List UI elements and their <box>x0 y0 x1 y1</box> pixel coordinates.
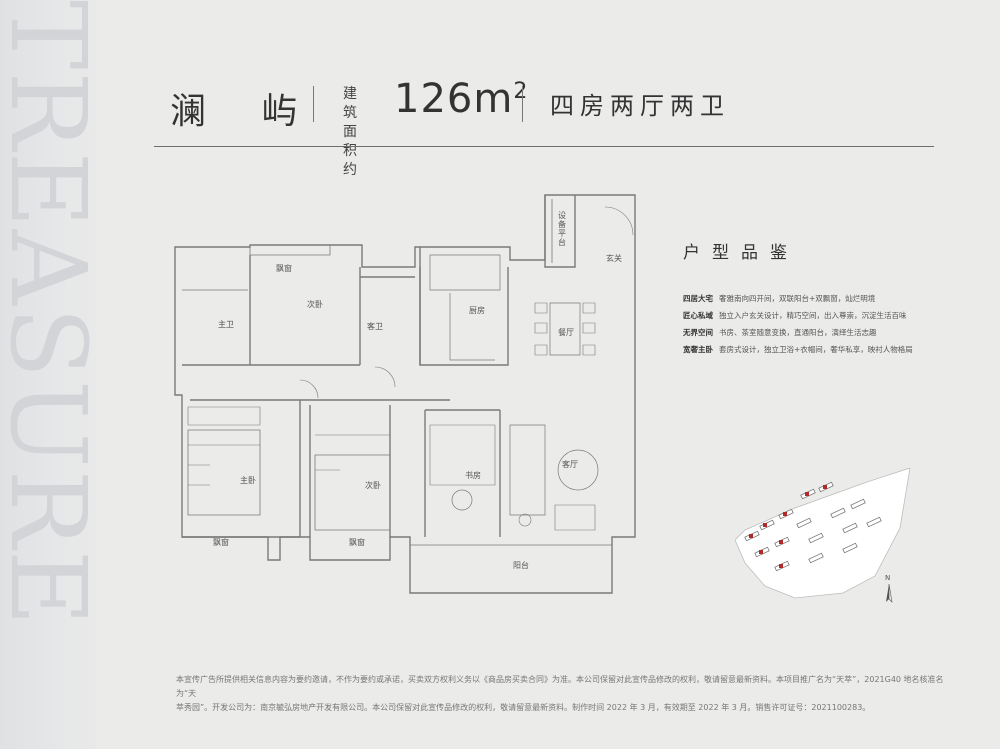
header-rule <box>154 146 934 147</box>
floor-plan: 主卫 飘窗 次卧 设备平台 玄关 客卫 厨房 餐厅 主卧 次卧 书房 客厅 飘窗… <box>150 185 660 615</box>
room-guest-bath: 客卫 <box>367 322 383 331</box>
feature-label: 宽奢主卧 <box>683 345 713 354</box>
area-unit: m <box>473 76 514 122</box>
room-entrance: 玄关 <box>606 254 622 263</box>
room-master-bedroom: 主卧 <box>240 476 256 485</box>
area-unit-sup: 2 <box>513 79 529 104</box>
feature-text: 书房、茶室随意变换，直通阳台，演绎生活志趣 <box>719 328 877 337</box>
area-label: 建 筑 面积约 <box>343 85 357 180</box>
feature-item: 匠心私域独立入户玄关设计，精巧空间，出入尊崇，沉淀生活百味 <box>683 310 973 322</box>
room-bedroom-top: 次卧 <box>307 300 323 309</box>
features-panel: 户型品鉴 四居大宅奢雅南向四开间，双联阳台+双飘窗，灿烂明境 匠心私域独立入户玄… <box>683 238 973 361</box>
room-equipment-platform: 设备平台 <box>558 211 566 247</box>
room-bay-window: 飘窗 <box>276 264 292 273</box>
site-plan-drawing <box>734 467 911 599</box>
feature-label: 匠心私域 <box>683 311 713 320</box>
site-plan <box>734 467 935 618</box>
room-balcony: 阳台 <box>513 561 529 570</box>
area-label-bottom: 面积约 <box>343 124 357 178</box>
header-divider <box>313 86 314 122</box>
north-label: N <box>885 574 891 582</box>
room-bay-window-master: 飘窗 <box>213 538 229 547</box>
room-master-bath: 主卫 <box>218 320 234 329</box>
area-value: 126m2 <box>394 76 528 122</box>
feature-label: 四居大宅 <box>683 294 713 303</box>
north-arrow-icon <box>886 583 893 603</box>
feature-text: 套房式设计，独立卫浴+衣帽间，奢华私享，映衬人物格局 <box>719 345 913 354</box>
floor-plan-drawing <box>174 194 636 594</box>
layout-type: 四房两厅两卫 <box>550 92 730 120</box>
room-study: 书房 <box>465 471 481 480</box>
disclaimer: 本宣传广告所提供相关信息内容为要约邀请，不作为要约或承诺，买卖双方权利义务以《商… <box>176 673 944 715</box>
room-bay-window-bedroom: 飘窗 <box>349 538 365 547</box>
feature-text: 独立入户玄关设计，精巧空间，出入尊崇，沉淀生活百味 <box>719 311 907 320</box>
feature-item: 宽奢主卧套房式设计，独立卫浴+衣帽间，奢华私享，映衬人物格局 <box>683 344 973 356</box>
room-dining: 餐厅 <box>558 328 574 337</box>
disclaimer-line: 本宣传广告所提供相关信息内容为要约邀请，不作为要约或承诺，买卖双方权利义务以《商… <box>176 675 944 698</box>
feature-label: 无界空间 <box>683 328 713 337</box>
room-kitchen: 厨房 <box>469 306 485 315</box>
header-divider <box>522 86 523 122</box>
disclaimer-line: 萃秀园”。开发公司为：南京毓弘房地产开发有限公司。本公司保留对此宣传品修改的权利… <box>176 703 871 712</box>
feature-text: 奢雅南向四开间，双联阳台+双飘窗，灿烂明境 <box>719 294 876 303</box>
brand-watermark: TREASURE <box>0 0 96 628</box>
feature-item: 四居大宅奢雅南向四开间，双联阳台+双飘窗，灿烂明境 <box>683 293 973 305</box>
feature-item: 无界空间书房、茶室随意变换，直通阳台，演绎生活志趣 <box>683 327 973 339</box>
brand-side-band: TREASURE <box>0 0 96 749</box>
features-title: 户型品鉴 <box>683 243 799 263</box>
room-bedroom-bottom: 次卧 <box>365 481 381 490</box>
north-arrow: N <box>882 574 896 606</box>
area-number: 126 <box>394 76 474 122</box>
unit-name: 澜 屿 <box>170 91 320 132</box>
room-living: 客厅 <box>562 460 578 469</box>
area-label-top: 建 筑 <box>343 86 357 121</box>
